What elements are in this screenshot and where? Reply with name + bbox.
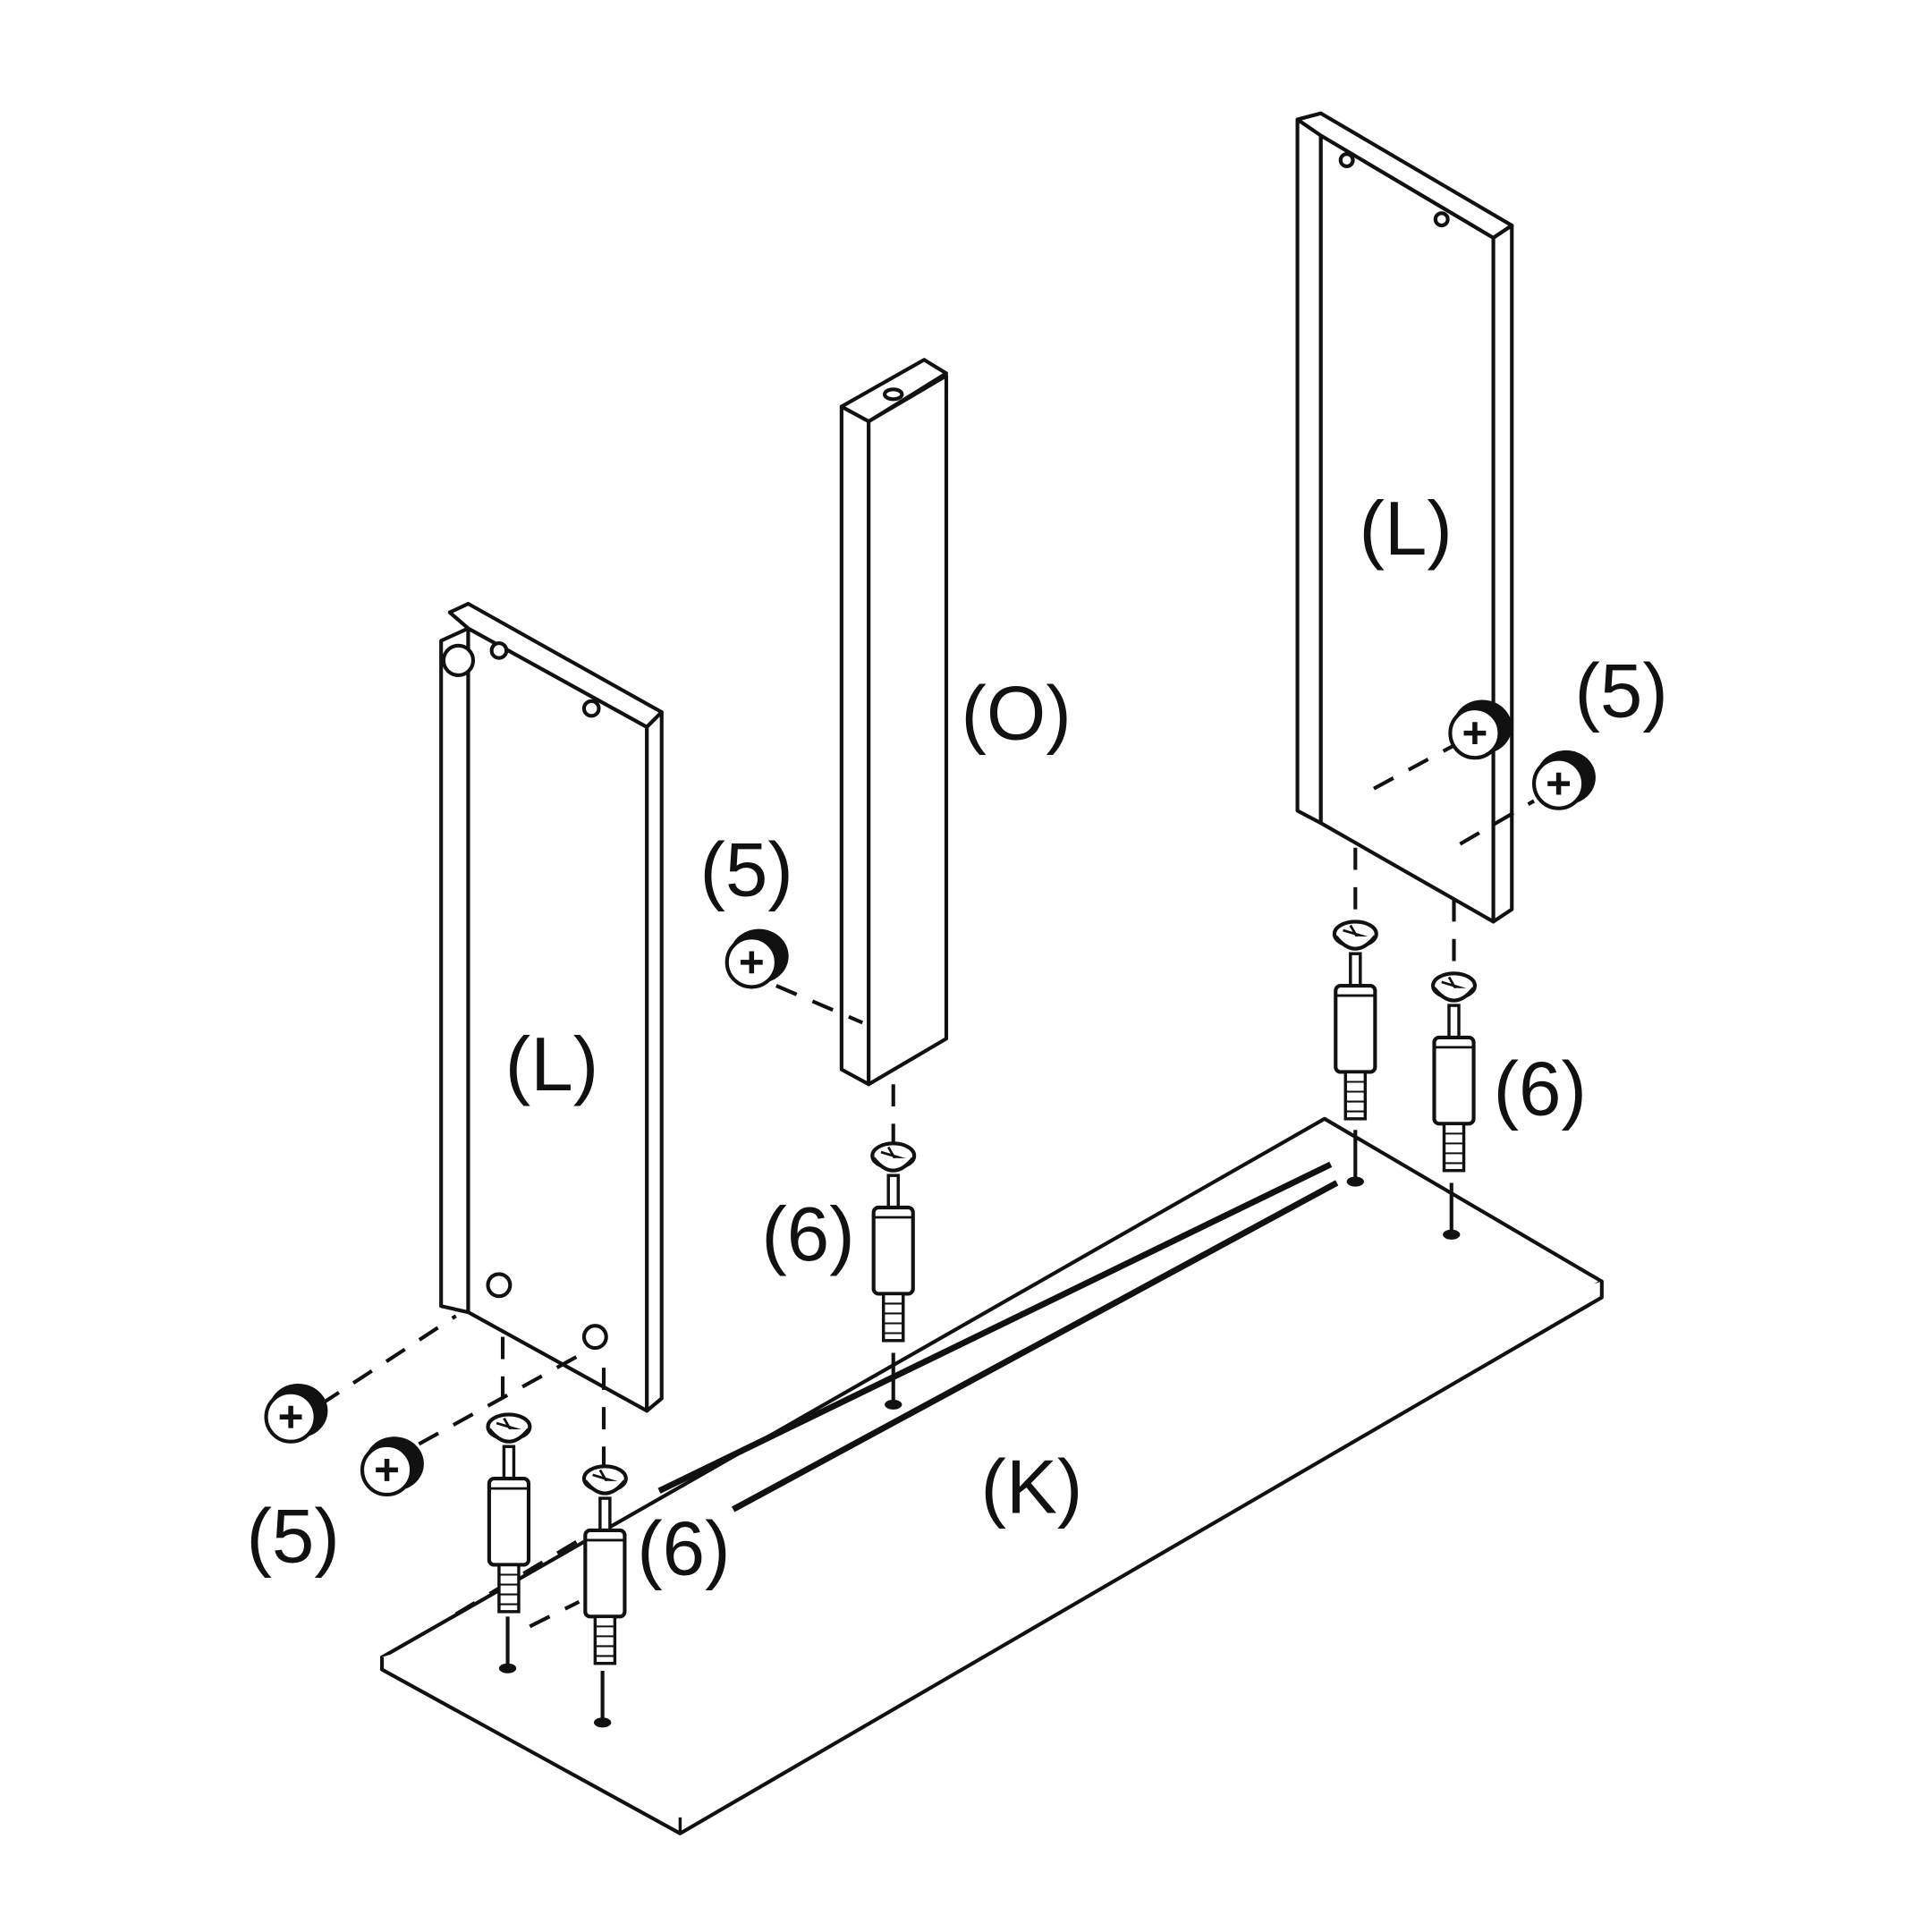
dowel-right-2 <box>1433 973 1475 1170</box>
post-o <box>839 358 949 1087</box>
label-post: (O) <box>961 672 1071 757</box>
dowel-right-1 <box>1335 921 1377 1118</box>
label-cam-left: (5) <box>247 1495 340 1580</box>
cam-fitting-left-1 <box>267 1384 328 1442</box>
label-cam-middle: (5) <box>699 827 792 912</box>
panel-left-l <box>439 601 664 1413</box>
dowel-middle <box>872 1143 914 1340</box>
label-dowel-middle: (6) <box>761 1192 854 1277</box>
label-cam-right: (5) <box>1575 649 1668 734</box>
cam-fitting-right-2 <box>1534 750 1596 809</box>
label-panel-left: (L) <box>505 1022 598 1107</box>
label-dowel-right: (6) <box>1494 1047 1587 1132</box>
cam-fitting-middle <box>727 929 789 987</box>
label-base: (K) <box>981 1445 1083 1530</box>
label-panel-right: (L) <box>1359 487 1452 572</box>
label-dowel-left: (6) <box>637 1507 730 1592</box>
cam-fitting-left-2 <box>362 1436 424 1495</box>
guide-lines <box>319 743 1536 1629</box>
base-board-k <box>379 1116 1604 1835</box>
